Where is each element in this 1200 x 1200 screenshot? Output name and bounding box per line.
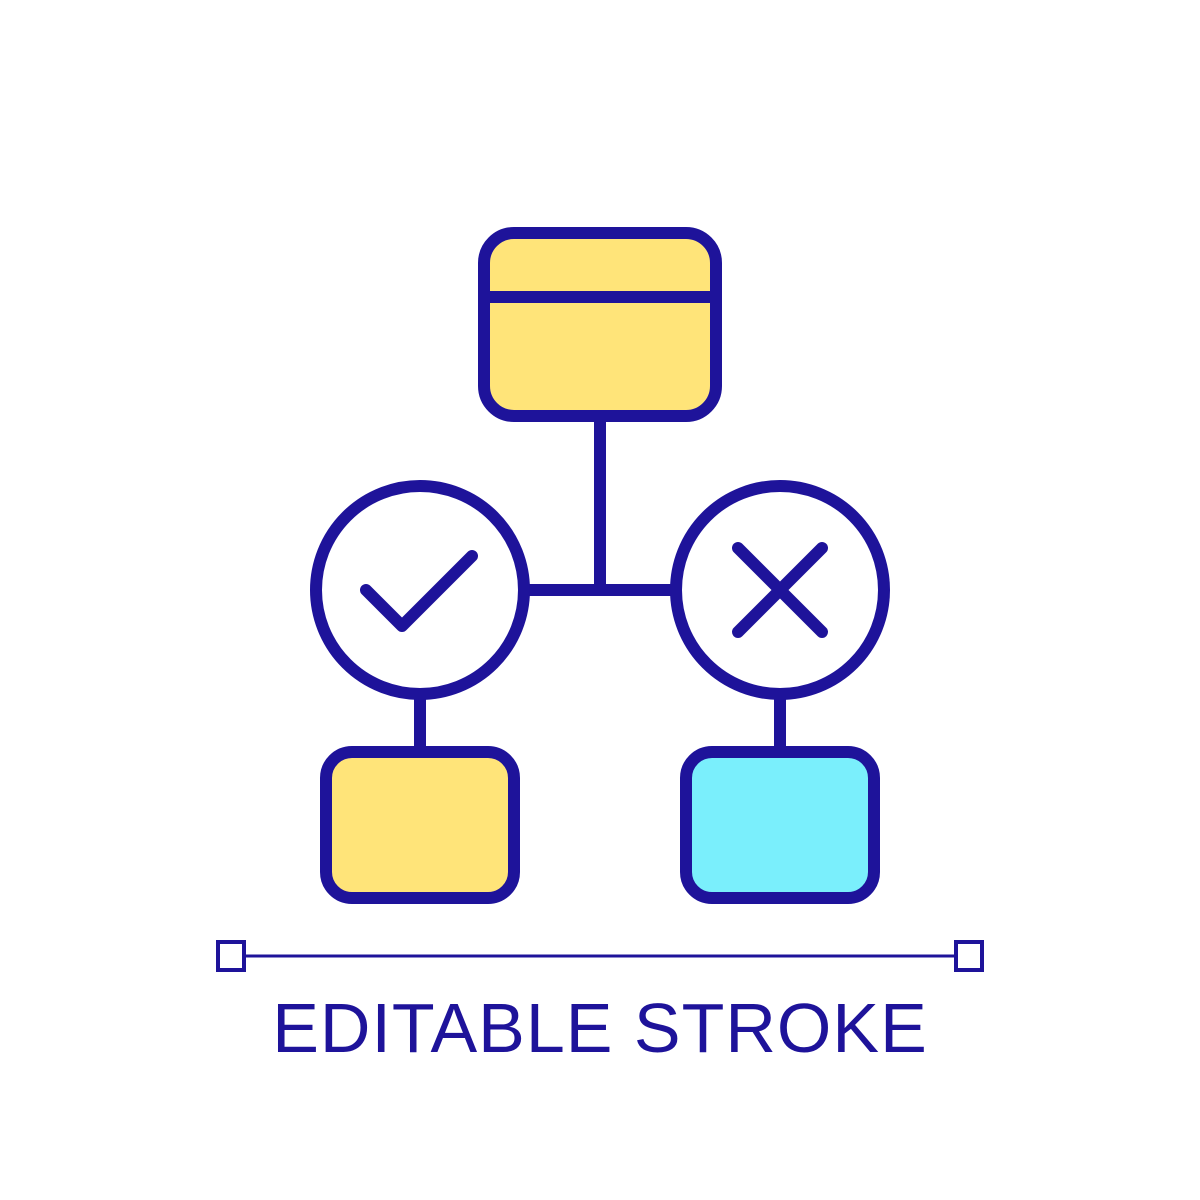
approve-decision (310, 480, 530, 700)
stroke-handle-right (954, 940, 984, 972)
cross-stroke-b (732, 542, 828, 638)
right-result-box (680, 746, 880, 904)
reject-decision (670, 480, 890, 700)
cross-icon (732, 542, 828, 638)
check-icon (360, 550, 478, 632)
left-circle (310, 480, 530, 700)
card-icon (478, 227, 722, 422)
stroke-handle-left (216, 940, 246, 972)
connectors (414, 416, 786, 752)
caption-text: EDITABLE STROKE (272, 989, 928, 1067)
top-box (478, 227, 722, 422)
left-result-box (320, 746, 520, 904)
editable-stroke-indicator (216, 940, 984, 972)
